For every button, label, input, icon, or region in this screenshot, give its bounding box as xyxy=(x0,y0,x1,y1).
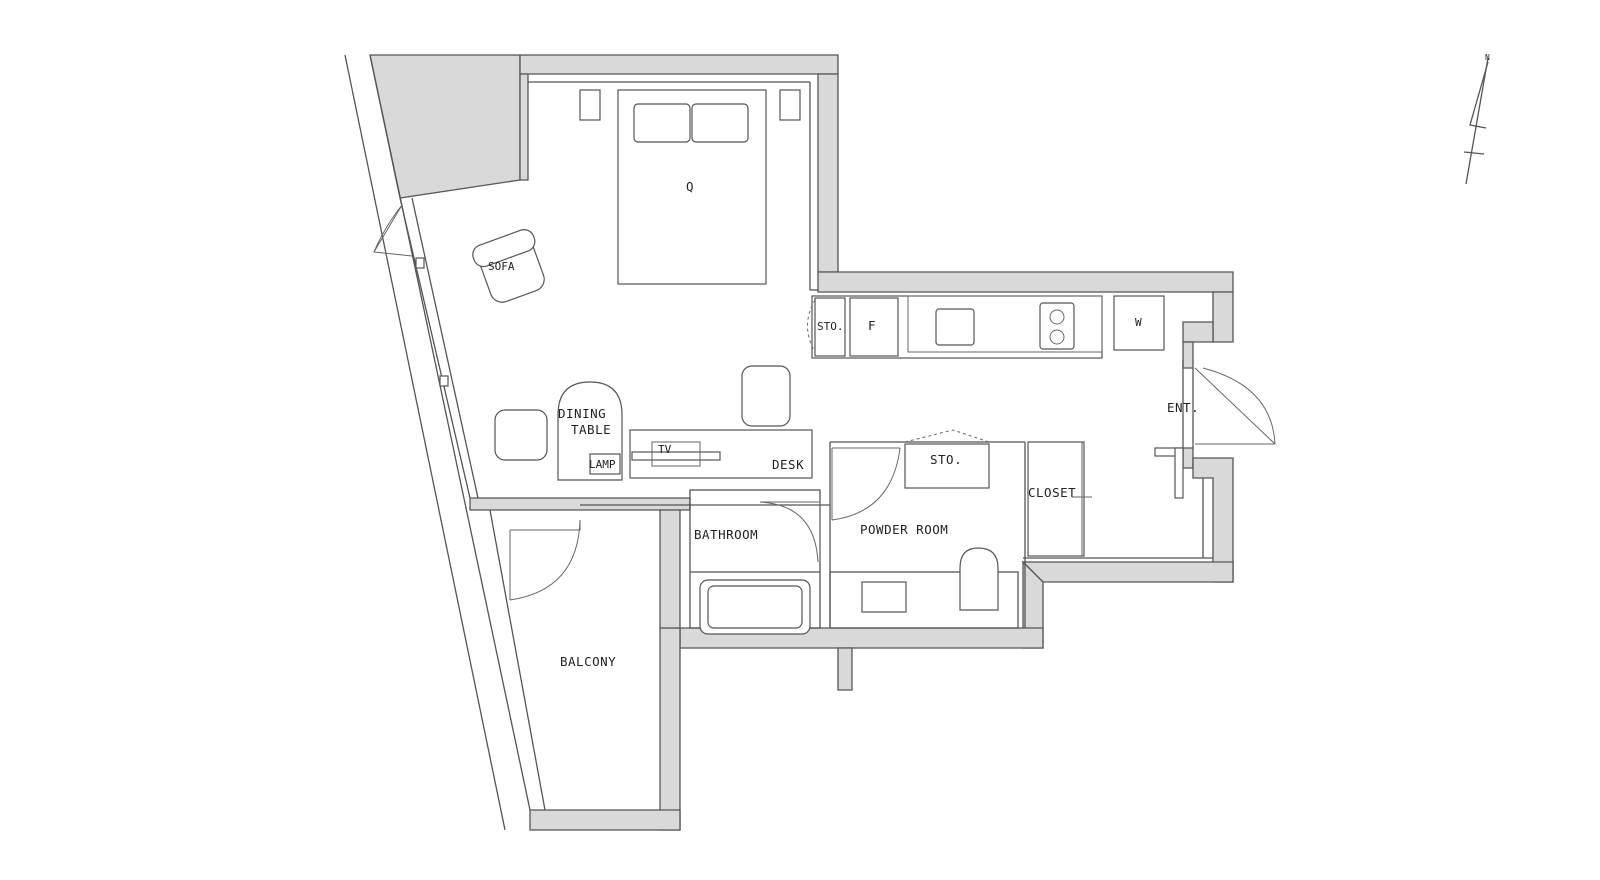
label-desk: DESK xyxy=(772,457,804,472)
label-storage-powder: STO. xyxy=(930,452,962,467)
label-tv: TV xyxy=(658,443,672,456)
label-powder-room: POWDER ROOM xyxy=(860,522,948,537)
west-window-wall xyxy=(344,54,546,831)
label-balcony: BALCONY xyxy=(560,654,616,669)
label-closet: CLOSET xyxy=(1028,485,1076,500)
label-dining-1: DINING xyxy=(558,406,606,421)
room-labels: Q SOFA STO. F W ENT. DINING TABLE LAMP T… xyxy=(488,179,1199,669)
label-storage-kitchen: STO. xyxy=(817,320,844,333)
label-dining-2: TABLE xyxy=(571,422,611,437)
label-entrance: ENT. xyxy=(1167,400,1199,415)
exterior-walls xyxy=(369,54,1234,831)
north-arrow: N xyxy=(1463,53,1490,185)
north-label: N xyxy=(1485,53,1490,62)
label-bathroom: BATHROOM xyxy=(694,527,758,542)
label-lamp: LAMP xyxy=(589,458,616,471)
label-washer: W xyxy=(1135,316,1142,329)
label-sofa: SOFA xyxy=(488,260,515,273)
label-bed: Q xyxy=(686,179,694,194)
label-fridge: F xyxy=(868,318,876,333)
interior-walls xyxy=(472,81,1276,635)
